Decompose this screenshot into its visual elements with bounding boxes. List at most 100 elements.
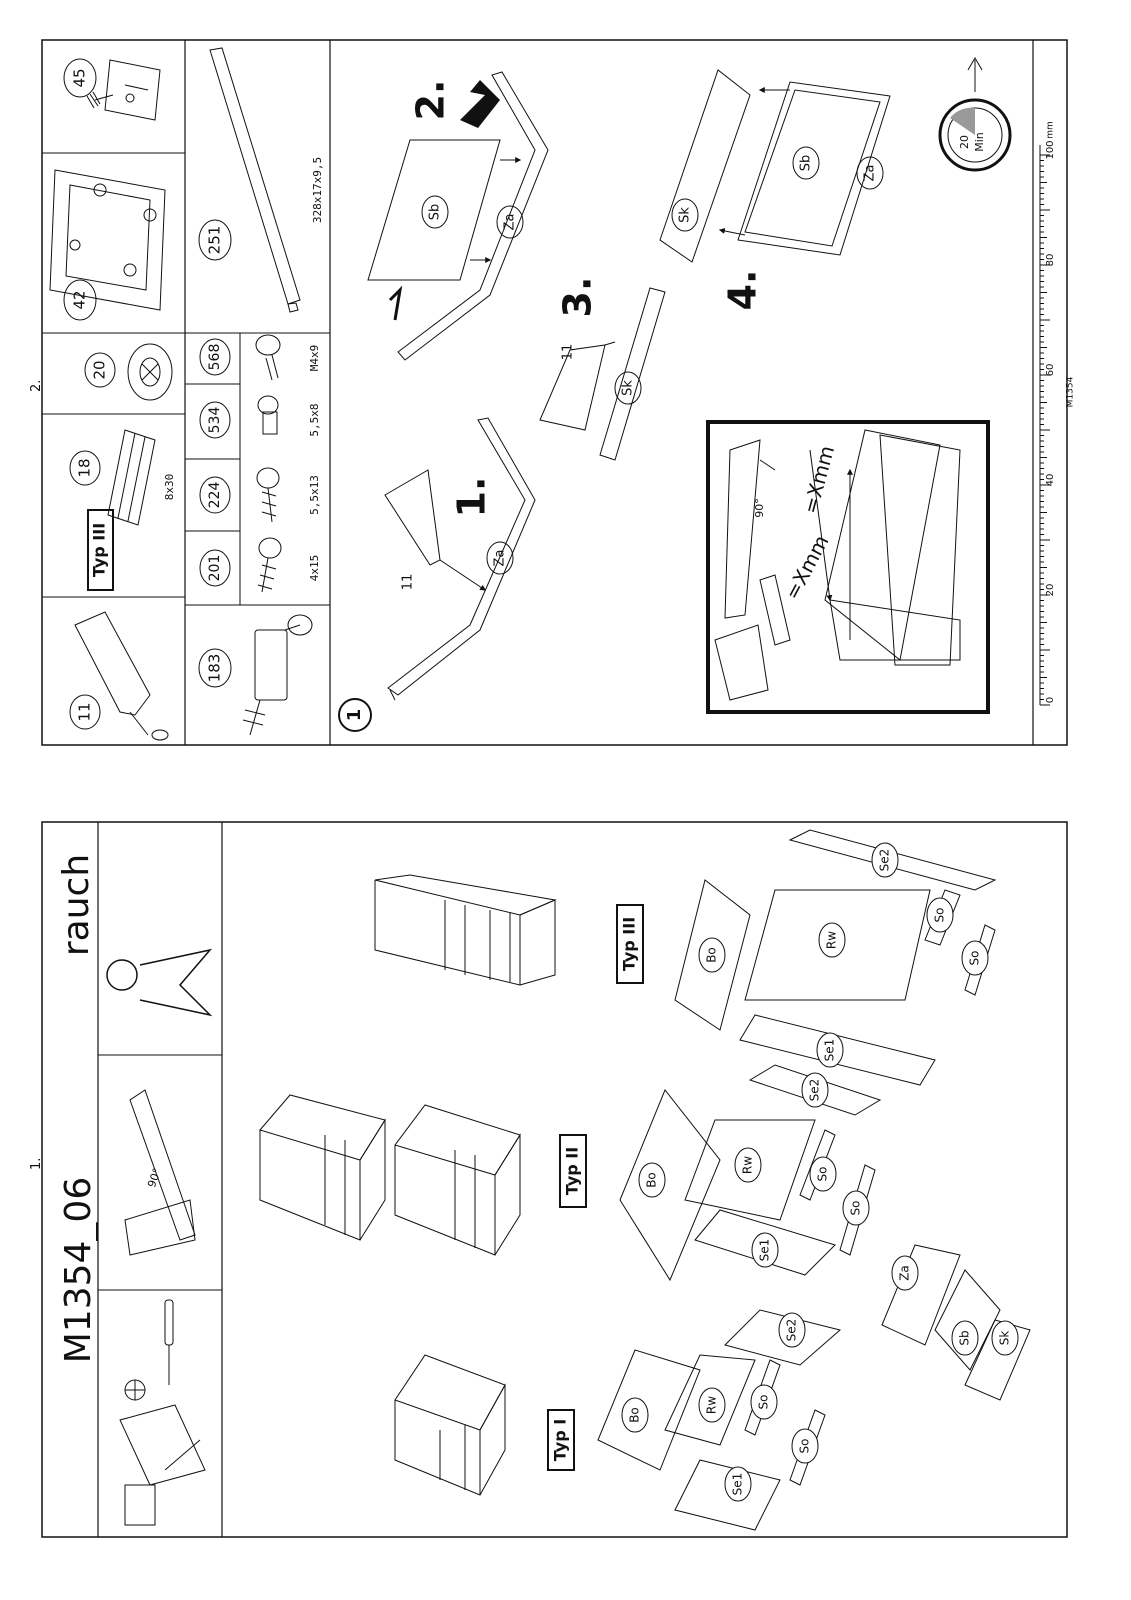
measure-inset: 90° =Xmm =Xmm — [706, 420, 990, 714]
part-label-circle — [791, 1428, 819, 1464]
two-person-icon — [106, 948, 213, 1017]
time-badge: 20 Min — [938, 57, 1012, 172]
document-title: M1354_06 — [58, 1177, 99, 1364]
svg-text:11: 11 — [401, 574, 416, 591]
part-label-se1: Se1 — [823, 1039, 837, 1062]
measure-label-2: =Xmm — [798, 443, 839, 516]
machine-screw-icon — [255, 334, 281, 381]
svg-text:328x17x9,5: 328x17x9,5 — [311, 157, 324, 223]
part-label-circle — [842, 1190, 870, 1226]
svg-text:Typ III: Typ III — [620, 917, 639, 971]
svg-text:534: 534 — [207, 407, 223, 434]
part-label-circle — [698, 1387, 726, 1423]
part-label-circle — [778, 1312, 806, 1348]
svg-text:8x30: 8x30 — [163, 474, 176, 501]
cabinet-type-2b — [394, 1104, 521, 1256]
ruler: 0 20 40 60 80 100 mm M1354 — [1039, 121, 1076, 706]
page-2-panel: 2. 45 42 — [29, 39, 1076, 746]
step-3-number: 3. — [556, 277, 600, 318]
part-183: 183 — [198, 614, 313, 736]
electric-drill-icon — [119, 1404, 206, 1526]
screw-icon — [256, 467, 280, 523]
svg-text:Sk: Sk — [621, 380, 636, 396]
svg-text:90°: 90° — [145, 1166, 164, 1189]
svg-text:Min: Min — [973, 132, 986, 152]
svg-text:Za: Za — [493, 550, 508, 567]
svg-text:M4x9: M4x9 — [308, 345, 321, 372]
part-label-bo: Bo — [628, 1407, 642, 1423]
svg-text:45: 45 — [71, 68, 89, 87]
part-label-circle — [801, 1072, 829, 1108]
part-201: 201 4x15 — [199, 537, 321, 593]
part-label-circle — [750, 1384, 778, 1420]
svg-text:42: 42 — [71, 290, 89, 309]
svg-text:Za: Za — [503, 214, 518, 231]
part-label-se2: Se2 — [878, 849, 892, 872]
part-251: 251 328x17x9,5 — [198, 47, 324, 313]
step-2-number: 2. — [409, 80, 453, 121]
svg-text:90°: 90° — [753, 498, 766, 518]
page-1-panel: 1. M1354_06 rauch 90° — [29, 821, 1068, 1538]
svg-text:568: 568 — [207, 344, 223, 371]
wood-dowel-icon — [107, 429, 156, 526]
step-4 — [659, 69, 891, 263]
svg-text:0: 0 — [1045, 697, 1056, 703]
brand-logo: rauch — [56, 854, 97, 956]
svg-text:20: 20 — [958, 135, 971, 149]
arrow-up-icon — [967, 57, 983, 92]
part-label-circle — [816, 1032, 844, 1068]
phillips-bit-icon — [124, 1379, 146, 1401]
part-label-se2: Se2 — [785, 1319, 799, 1342]
part-label-so: So — [757, 1395, 771, 1410]
part-label-so: So — [933, 908, 947, 923]
svg-text:11: 11 — [76, 702, 94, 721]
step-4-number: 4. — [721, 270, 765, 311]
part-label-circle — [698, 937, 726, 973]
part-label-se2: Se2 — [808, 1079, 822, 1102]
part-label-bo: Bo — [645, 1172, 659, 1188]
type-3-label: Typ III — [616, 904, 644, 984]
part-label-circle — [891, 1255, 919, 1291]
part-label-se1: Se1 — [731, 1473, 745, 1496]
cabinet-type-1 — [394, 1354, 506, 1496]
part-45: 45 — [63, 58, 161, 121]
svg-text:1: 1 — [344, 709, 365, 722]
part-label-circle — [751, 1232, 779, 1268]
part-label-so: So — [816, 1167, 830, 1182]
part-label-circle — [724, 1466, 752, 1502]
euro-screw-icon — [257, 395, 279, 435]
svg-text:80: 80 — [1045, 254, 1056, 267]
part-label-rw: Rw — [741, 1156, 755, 1174]
part-534: 534 5,5x8 — [199, 395, 321, 439]
part-224: 224 5,5x13 — [199, 467, 321, 523]
part-label-circle — [926, 897, 954, 933]
step-1 — [384, 417, 536, 701]
cabinet-type-2a — [259, 1094, 386, 1241]
svg-text:Typ II: Typ II — [563, 1147, 582, 1195]
part-label-circle — [621, 1397, 649, 1433]
part-label-so: So — [849, 1201, 863, 1216]
svg-text:5,5x8: 5,5x8 — [308, 403, 321, 436]
metal-rail-icon — [209, 47, 301, 313]
part-label-rw: Rw — [705, 1396, 719, 1414]
part-568: 568 M4x9 — [199, 334, 321, 381]
connector-bolt-icon — [242, 614, 313, 736]
part-42: 42 — [49, 169, 166, 321]
svg-text:11: 11 — [561, 344, 576, 361]
svg-text:Typ I: Typ I — [551, 1419, 570, 1461]
screwdriver-icon — [164, 1299, 174, 1385]
part-label-za: Za — [898, 1265, 912, 1281]
step-circle: 1 — [338, 698, 372, 732]
svg-text:Sk: Sk — [678, 207, 693, 223]
step-1-number: 1. — [450, 477, 494, 518]
step-2-arrow — [460, 80, 500, 128]
svg-text:201: 201 — [207, 555, 223, 582]
svg-text:18: 18 — [76, 458, 94, 477]
part-label-sk: Sk — [998, 1331, 1012, 1346]
svg-text:60: 60 — [1045, 364, 1056, 377]
svg-text:Sb: Sb — [799, 155, 814, 172]
part-label-so: So — [798, 1439, 812, 1454]
svg-text:40: 40 — [1045, 474, 1056, 487]
svg-text:5,5x13: 5,5x13 — [308, 475, 321, 515]
